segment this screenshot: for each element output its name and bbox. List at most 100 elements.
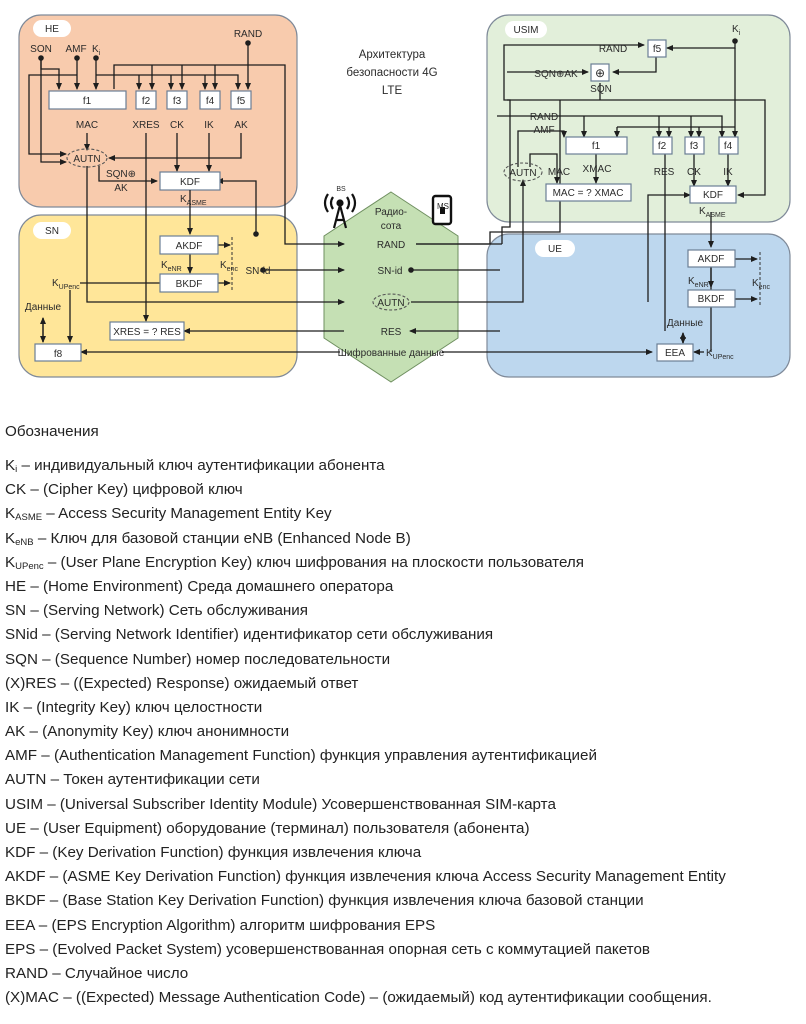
legend-term: SNid bbox=[5, 626, 38, 644]
he-autn-token bbox=[66, 148, 108, 168]
zone-usim-label: USIM bbox=[514, 25, 539, 36]
he-f5-label: f5 bbox=[237, 96, 246, 107]
legend-term: K bbox=[5, 553, 16, 571]
usim-ki-label: Ki bbox=[732, 24, 741, 37]
usim-ck-label: CK bbox=[687, 167, 701, 178]
ue-eea-box bbox=[656, 343, 694, 362]
sn-bkdf-box bbox=[159, 273, 219, 293]
usim-kdf-box bbox=[689, 185, 737, 204]
legend-description: – (Key Derivation Function) функция извл… bbox=[35, 844, 422, 861]
legend-title: Обозначения bbox=[5, 423, 99, 440]
legend-description: – (Authentication Management Function) ф… bbox=[37, 747, 597, 765]
he-amf-label: AMF bbox=[65, 44, 86, 55]
usim-autn-token bbox=[503, 162, 543, 182]
radio-cell-label-line-1: Радио- bbox=[375, 207, 407, 218]
legend-term: UE bbox=[5, 819, 27, 837]
legend-term: RAND bbox=[5, 964, 49, 982]
ue-akdf-box bbox=[687, 249, 736, 268]
legend-term: USIM bbox=[5, 795, 43, 813]
mobile-station-icon bbox=[431, 194, 453, 226]
radio-autn-label: AUTN bbox=[377, 298, 404, 309]
legend-item: IK – (Integrity Key) ключ целостности bbox=[5, 696, 805, 720]
usim-xmac-label: XMAC bbox=[583, 164, 612, 175]
radio-res-label: RES bbox=[381, 327, 402, 338]
legend-list: Ki – индивидуальный ключ аутентификации … bbox=[5, 454, 805, 1010]
lte-security-architecture-diagram: HE SN USIM UE Архитектура безопасности 4… bbox=[18, 14, 791, 383]
legend-description: – (Universal Subscriber Identity Module)… bbox=[42, 795, 556, 813]
usim-f1-label: f1 bbox=[592, 141, 601, 152]
he-autn-label: AUTN bbox=[73, 154, 100, 165]
sn-kupenc-label: KUPenc bbox=[52, 278, 80, 291]
ue-wires bbox=[680, 256, 758, 355]
legend-term: K bbox=[5, 529, 16, 547]
legend-term: IK bbox=[5, 698, 20, 716]
usim-xor-label: ⊕ bbox=[595, 66, 605, 80]
ue-kenb-label: KeNR bbox=[688, 276, 709, 289]
legend-description: – (Base Station Key Derivation Function)… bbox=[45, 892, 644, 910]
zone-ue bbox=[486, 233, 791, 378]
legend-term: AUTN bbox=[5, 771, 47, 789]
he-wires bbox=[28, 40, 345, 247]
legend-term: K bbox=[5, 457, 16, 474]
sn-f8-box bbox=[34, 343, 82, 362]
usim-kdf-label: KDF bbox=[703, 190, 723, 201]
usim-kasme-label: KASME bbox=[699, 206, 726, 219]
radio-encrypted-data-label: Шифрованные данные bbox=[338, 347, 445, 359]
he-f4-box bbox=[199, 90, 221, 110]
diagram-title-line-3: LTE bbox=[382, 85, 403, 97]
he-output-wires bbox=[84, 133, 345, 322]
he-mac-label: MAC bbox=[76, 120, 98, 131]
base-station-icon bbox=[323, 193, 357, 229]
he-ik-label: IK bbox=[204, 120, 214, 131]
sn-kenb-label: KeNR bbox=[161, 260, 182, 273]
radio-autn-token bbox=[372, 293, 410, 311]
usim-rand2-label: RAND bbox=[530, 112, 558, 123]
radio-snid-label: SN-id bbox=[377, 266, 402, 277]
sn-akdf-label: AKDF bbox=[176, 241, 203, 252]
usim-mac-label: MAC bbox=[548, 167, 570, 178]
legend-term: CK bbox=[5, 481, 27, 499]
diagram-title-line-1: Архитектура bbox=[359, 49, 426, 61]
legend-term-subscript: UPenc bbox=[15, 560, 44, 572]
usim-f2-box bbox=[652, 136, 673, 155]
legend-description: – (Home Environment) Среда домашнего опе… bbox=[26, 577, 394, 595]
legend-item: (X)RES – ((Expected) Response) ожидаемый… bbox=[5, 672, 805, 696]
sn-akdf-box bbox=[159, 235, 219, 255]
legend-item: KeNB – Ключ для базовой станции eNB (Enh… bbox=[5, 527, 805, 551]
legend-term: KDF bbox=[5, 844, 36, 861]
legend-description: – (Sequence Number) номер последовательн… bbox=[37, 650, 391, 668]
legend-item: SN – (Serving Network) Сеть обслуживания bbox=[5, 599, 805, 623]
legend-item: UE – (User Equipment) оборудование (терм… bbox=[5, 817, 805, 841]
usim-f4-box bbox=[718, 136, 739, 155]
legend: Обозначения Ki – индивидуальный ключ аут… bbox=[5, 420, 805, 1010]
he-xres-label: XRES bbox=[132, 120, 160, 131]
usim-sqn-label: SQN bbox=[590, 84, 612, 95]
he-kdf-label: KDF bbox=[180, 177, 200, 188]
radio-ms-label: MS bbox=[437, 202, 449, 211]
usim-ik-label: IK bbox=[723, 167, 733, 178]
he-f3-label: f3 bbox=[173, 96, 182, 107]
legend-description: – (Anonymity Key) ключ анонимности bbox=[25, 723, 290, 741]
usim-res-label: RES bbox=[654, 167, 675, 178]
legend-item: SQN – (Sequence Number) номер последоват… bbox=[5, 648, 805, 672]
zone-sn bbox=[18, 214, 298, 378]
legend-description: – (EPS Encryption Algorithm) алгоритм ши… bbox=[34, 916, 436, 934]
sn-xres-compare-label: XRES = ? RES bbox=[113, 327, 181, 338]
legend-description: – Ключ для базовой станции eNB (Enhanced… bbox=[33, 529, 411, 547]
legend-item: RAND – Случайное число bbox=[5, 962, 805, 986]
zone-usim bbox=[486, 14, 791, 223]
he-rand-label: RAND bbox=[234, 29, 262, 40]
legend-description: – Токен аутентификации сети bbox=[46, 771, 260, 789]
usim-rand-label: RAND bbox=[599, 44, 627, 55]
ue-kupenc-label: KUPenc bbox=[706, 348, 734, 361]
legend-item: USIM – (Universal Subscriber Identity Mo… bbox=[5, 793, 805, 817]
zone-he-label: HE bbox=[45, 24, 59, 35]
legend-description: – (ASME Key Derivation Function) функция… bbox=[45, 868, 726, 886]
usim-amf-label: AMF bbox=[533, 125, 554, 136]
zone-radio-cell bbox=[323, 191, 459, 383]
ue-bkdf-label: BKDF bbox=[698, 294, 725, 305]
usim-f5-label: f5 bbox=[653, 44, 662, 55]
legend-description: – ((Expected) Response) ожидаемый ответ bbox=[56, 674, 359, 692]
legend-item: AKDF – (ASME Key Derivation Function) фу… bbox=[5, 865, 805, 889]
zone-ue-label: UE bbox=[548, 244, 562, 255]
